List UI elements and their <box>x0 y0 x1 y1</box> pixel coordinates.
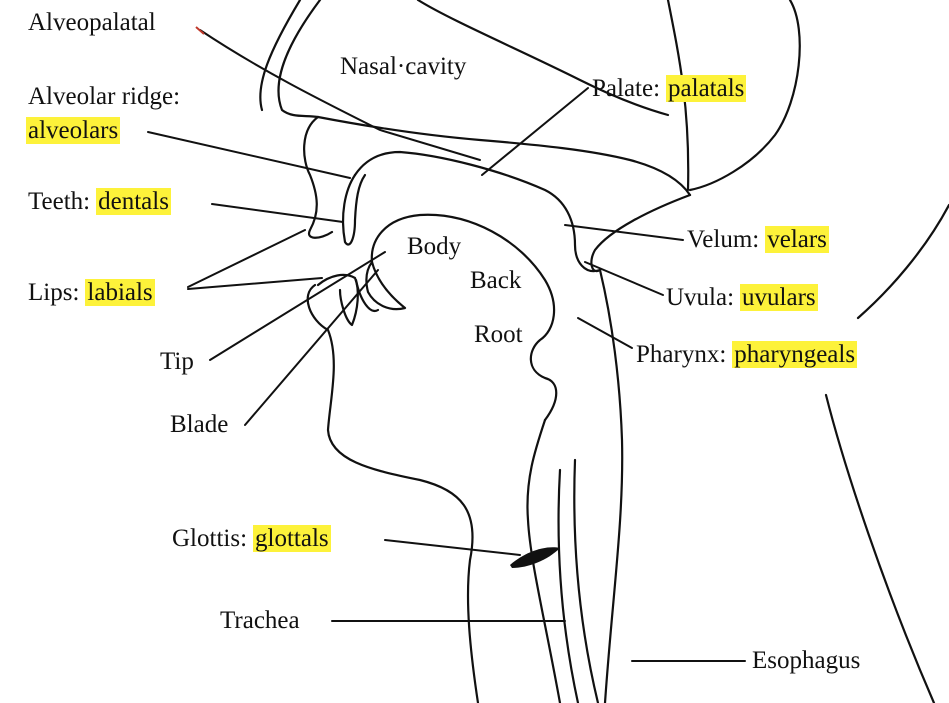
alveolar-ridge-text: Alveolar ridge: <box>28 83 180 110</box>
label-uvula: Uvula:uvulars <box>666 283 818 313</box>
body-text: Body <box>407 233 461 260</box>
labials-highlight: labials <box>85 279 154 306</box>
trachea-text: Trachea <box>220 607 300 634</box>
uvula-text: Uvula: <box>666 284 734 311</box>
velars-highlight: velars <box>765 226 829 253</box>
label-alveolars: alveolars <box>20 116 120 146</box>
palate-text: Palate: <box>592 75 660 102</box>
leader-blade <box>245 270 378 425</box>
dentals-highlight: dentals <box>96 188 171 215</box>
tip-text: Tip <box>160 348 194 375</box>
leader-tip <box>210 252 385 360</box>
alveopalatal-text: Alveopalatal <box>28 9 156 36</box>
label-esophagus: Esophagus <box>752 646 860 676</box>
label-trachea: Trachea <box>220 606 300 636</box>
velum-text: Velum: <box>687 226 759 253</box>
leader-uvulars <box>585 262 663 295</box>
glottis-text: Glottis: <box>172 525 247 552</box>
palatals-highlight: palatals <box>666 75 746 102</box>
nasal-outer <box>278 0 320 117</box>
label-lips: Lips:labials <box>28 278 155 308</box>
root-text: Root <box>474 321 523 348</box>
leader-velars <box>565 225 683 240</box>
leader-labials-upper <box>188 230 305 287</box>
leader-palatals <box>482 88 588 175</box>
upper-teeth <box>343 175 365 245</box>
label-palate: Palate:palatals <box>592 74 746 104</box>
chin-jaw <box>308 285 478 703</box>
pharynx-back <box>600 270 622 703</box>
upper-gum <box>355 152 600 271</box>
uvulars-highlight: uvulars <box>740 284 818 311</box>
label-teeth: Teeth:dentals <box>28 187 171 217</box>
label-glottis: Glottis:glottals <box>172 524 331 554</box>
tongue-outline <box>372 215 556 420</box>
glottis-fold <box>510 547 560 568</box>
esophagus-text: Esophagus <box>752 647 860 674</box>
label-nasal-cavity: Nasal·cavity <box>340 52 466 82</box>
label-body: Body <box>407 232 461 262</box>
nasal-cavity-text: Nasal·cavity <box>340 53 466 80</box>
pharyngeals-highlight: pharyngeals <box>732 341 857 368</box>
leader-alveopalatal <box>200 30 480 160</box>
label-back: Back <box>470 266 521 296</box>
esophagus-wall <box>574 460 598 703</box>
alveolars-highlight: alveolars <box>26 117 120 144</box>
back-text: Back <box>470 267 521 294</box>
label-pharynx: Pharynx:pharyngeals <box>636 340 857 370</box>
leader-dentals <box>212 204 343 222</box>
leader-labials-lower <box>188 278 322 289</box>
label-blade: Blade <box>170 410 228 440</box>
velum-back <box>591 195 690 271</box>
leader-pharyngeals <box>578 318 632 348</box>
tongue-tip <box>366 262 405 309</box>
pharynx-text: Pharynx: <box>636 341 726 368</box>
lips-text: Lips: <box>28 279 79 306</box>
blade-text: Blade <box>170 411 228 438</box>
glottals-highlight: glottals <box>253 525 331 552</box>
label-tip: Tip <box>160 347 194 377</box>
label-velum: Velum:velars <box>687 225 829 255</box>
label-alveolar-ridge: Alveolar ridge: <box>28 82 180 112</box>
leader-alveolars <box>148 132 350 178</box>
label-root: Root <box>474 320 523 350</box>
neck-back-outline <box>858 205 949 318</box>
leader-glottals <box>385 540 520 555</box>
teeth-text: Teeth: <box>28 188 90 215</box>
nasal-inner <box>260 0 300 110</box>
alveopalatal-tick <box>196 27 204 34</box>
label-alveopalatal: Alveopalatal <box>28 8 156 38</box>
